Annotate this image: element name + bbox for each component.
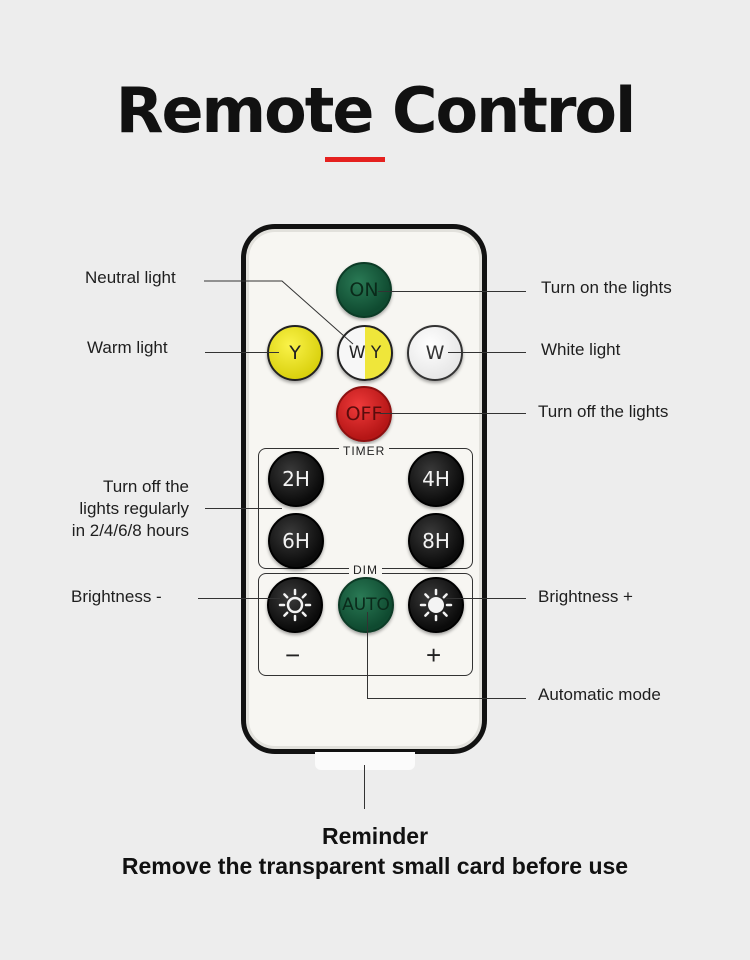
timer-6h-button[interactable]: 6H xyxy=(268,513,324,569)
warm-light-button[interactable]: Y xyxy=(267,325,323,381)
label-warm-light: Warm light xyxy=(87,338,168,357)
sun-outline-icon xyxy=(278,588,312,622)
label-turn-on: Turn on the lights xyxy=(541,278,672,297)
leader-reminder xyxy=(364,765,365,809)
label-turn-off: Turn off the lights xyxy=(538,402,669,421)
label-white-light: White light xyxy=(541,340,621,359)
dim-label: DIM xyxy=(349,563,382,577)
leader-warm xyxy=(205,352,279,353)
off-button[interactable]: OFF xyxy=(336,386,392,442)
brightness-minus-button[interactable] xyxy=(267,577,323,633)
title-underline xyxy=(325,157,385,162)
brightness-plus-button[interactable] xyxy=(408,577,464,633)
label-brightness-plus: Brightness + xyxy=(538,587,633,606)
leader-white xyxy=(448,352,526,353)
label-timer-1: Turn off the xyxy=(103,477,189,496)
reminder-text: Remove the transparent small card before… xyxy=(121,853,629,879)
reminder-title: Reminder xyxy=(321,823,429,849)
label-auto-mode: Automatic mode xyxy=(538,685,661,704)
leader-auto xyxy=(367,698,526,699)
white-light-button[interactable]: W xyxy=(407,325,463,381)
label-timer-2: lights regularly xyxy=(79,499,189,518)
timer-2h-button[interactable]: 2H xyxy=(268,451,324,507)
leader-off xyxy=(380,413,526,414)
label-neutral-light: Neutral light xyxy=(85,268,176,287)
leader-timer xyxy=(205,508,282,509)
timer-8h-button[interactable]: 8H xyxy=(408,513,464,569)
sun-filled-icon xyxy=(419,588,453,622)
auto-button[interactable]: AUTO xyxy=(338,577,394,633)
page-title: Remote Control xyxy=(115,74,637,147)
leader-brightness-minus xyxy=(198,598,280,599)
label-timer-3: in 2/4/6/8 hours xyxy=(71,521,189,540)
neutral-light-button[interactable]: W Y xyxy=(337,325,393,381)
plus-sign: + xyxy=(426,640,442,670)
leader-on xyxy=(378,291,526,292)
remote-battery-tab xyxy=(315,752,415,770)
leader-brightness-plus xyxy=(446,598,526,599)
on-button[interactable]: ON xyxy=(336,262,392,318)
leader-auto-vertical xyxy=(367,612,368,698)
label-brightness-minus: Brightness - xyxy=(71,587,162,606)
minus-sign: − xyxy=(285,640,301,670)
timer-label: TIMER xyxy=(339,444,390,458)
timer-4h-button[interactable]: 4H xyxy=(408,451,464,507)
